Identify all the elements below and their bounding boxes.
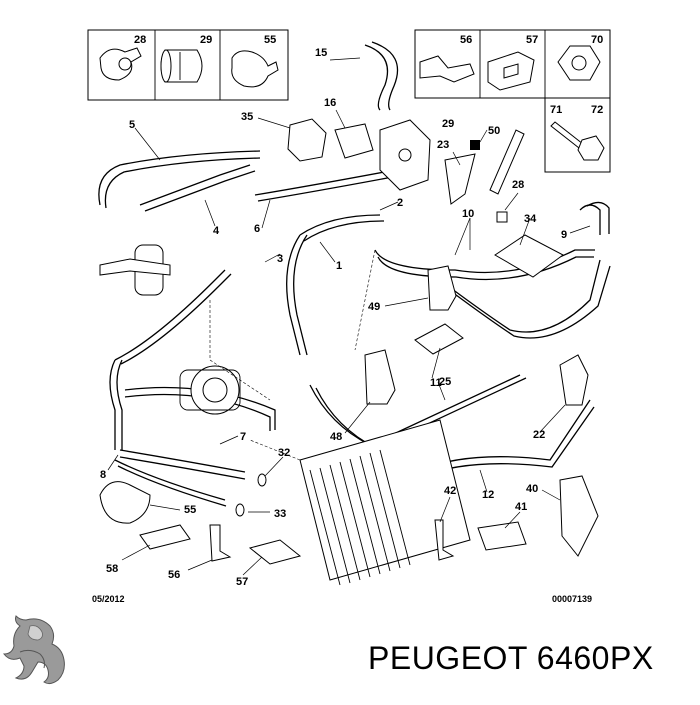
callout-8: 8 <box>100 469 106 481</box>
callout-61: 57 <box>236 576 248 588</box>
callout-25: 25 <box>439 376 451 388</box>
callout-22: 22 <box>533 429 545 441</box>
callout-16: 16 <box>324 97 336 109</box>
callout-72: 72 <box>591 104 603 116</box>
callout-5: 5 <box>129 119 135 131</box>
inset-left: 28 29 55 <box>87 29 289 101</box>
callout-55: 55 <box>264 34 276 46</box>
callout-50: 50 <box>488 125 500 137</box>
callout-6: 6 <box>254 223 260 235</box>
part-number: 6460PX <box>536 640 654 676</box>
callout-49: 49 <box>368 301 380 313</box>
drawing-number: 00007139 <box>552 594 592 604</box>
callout-35: 35 <box>241 111 253 123</box>
callout-7: 7 <box>240 431 246 443</box>
callout-29: 29 <box>200 34 212 46</box>
callout-3: 3 <box>277 253 283 265</box>
callout-23: 23 <box>437 139 449 151</box>
callout-33: 33 <box>274 508 286 520</box>
callout-56: 56 <box>460 34 472 46</box>
callout-41: 41 <box>515 501 527 513</box>
callouts-main: 1 2 3 4 5 6 7 8 9 10 11 12 15 16 22 23 2… <box>100 47 567 588</box>
callout-12: 12 <box>482 489 494 501</box>
brand-name: PEUGEOT <box>368 640 528 676</box>
callout-40: 40 <box>526 483 538 495</box>
date-code: 05/2012 <box>92 594 125 604</box>
callout-2: 2 <box>397 197 403 209</box>
part-caption: PEUGEOT 6460PX <box>368 640 654 677</box>
callout-1: 1 <box>336 260 342 272</box>
leader-lines <box>107 57 591 576</box>
callout-58: 55 <box>184 504 196 516</box>
inset-right: 56 57 70 71 72 <box>414 29 611 173</box>
callout-32: 32 <box>278 447 290 459</box>
callout-34: 34 <box>524 213 537 225</box>
callout-15: 15 <box>315 47 327 59</box>
peugeot-lion-logo-icon <box>2 615 65 685</box>
callout-10: 10 <box>462 208 474 220</box>
callout-42: 42 <box>444 485 456 497</box>
callout-48: 48 <box>330 431 342 443</box>
callout-60: 56 <box>168 569 180 581</box>
components <box>99 118 599 586</box>
callout-4: 4 <box>213 225 220 237</box>
callout-28: 28 <box>512 179 524 191</box>
callout-62: 58 <box>106 563 118 575</box>
callout-57: 57 <box>526 34 538 46</box>
callout-71: 71 <box>550 104 562 116</box>
guide-lines <box>209 249 376 461</box>
callout-28: 28 <box>134 34 146 46</box>
callout-11: 11 <box>430 377 442 389</box>
callout-70: 70 <box>591 34 603 46</box>
callout-9: 9 <box>561 229 567 241</box>
callout-29: 29 <box>442 118 454 130</box>
